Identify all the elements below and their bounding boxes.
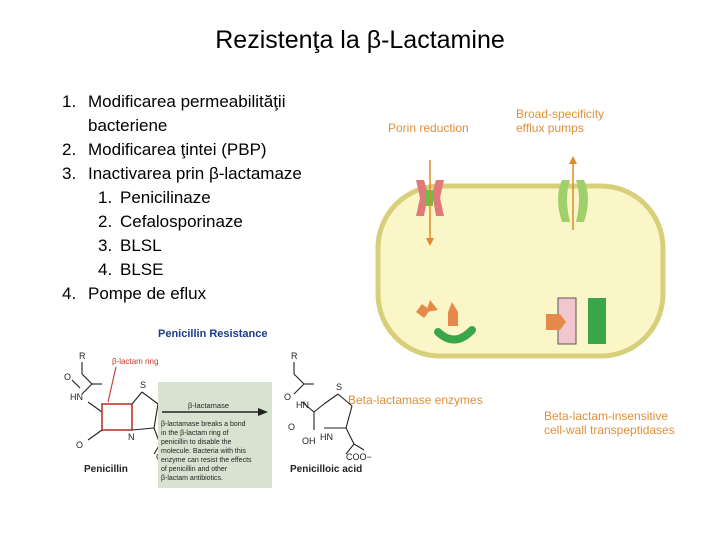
atom-hn: HN <box>70 392 83 402</box>
atom-o: O <box>284 392 291 402</box>
penicillin-structure <box>71 362 171 455</box>
list-number: 4. <box>98 260 113 279</box>
atom-o2: O <box>288 422 295 432</box>
list-number: 3. <box>62 164 77 183</box>
svg-text:of penicillin and other: of penicillin and other <box>161 466 228 473</box>
atom-n: N <box>128 432 135 442</box>
atom-hn: HN <box>296 400 309 410</box>
penicillin-resistance-diagram: Penicillin Resistance R O HN S O N COO− … <box>64 328 372 488</box>
description-box <box>158 382 272 488</box>
penicillin-panel-title: Penicillin Resistance <box>158 328 267 340</box>
atom-o: O <box>64 372 71 382</box>
atom-r: R <box>291 351 298 361</box>
beta-lactamase-enzyme-icon <box>416 300 476 344</box>
list-text: Pompe de eflux <box>88 284 207 303</box>
slide-title: Rezistenţa la β-Lactamine <box>215 26 505 54</box>
list-number: 1. <box>98 188 113 207</box>
betalactamase-label: Beta-lactamase enzymes <box>348 393 483 407</box>
svg-text:molecule. Bacteria with this: molecule. Bacteria with this <box>161 448 246 455</box>
atom-s: S <box>140 380 146 390</box>
porin-icon <box>416 160 444 246</box>
list-number: 3. <box>98 236 113 255</box>
svg-text:β-lactamase breaks a bond: β-lactamase breaks a bond <box>161 421 246 428</box>
svg-text:penicillin to disable the: penicillin to disable the <box>161 439 232 446</box>
reaction-arrowhead <box>258 408 268 416</box>
atom-oh: OH <box>302 436 316 446</box>
efflux-label-line1: Broad-specificity <box>516 107 604 121</box>
svg-text:in the β-lactam ring of: in the β-lactam ring of <box>161 430 228 437</box>
list-text: Modificarea ţintei (PBP) <box>88 140 267 159</box>
transpeptidase-label-line1: Beta-lactam-insensitive <box>544 409 668 423</box>
list-number: 4. <box>62 284 77 303</box>
enzyme-label: β-lactamase <box>188 401 229 410</box>
list-text: Modificarea permeabilităţii <box>88 92 286 111</box>
list-text: bacteriene <box>88 116 168 135</box>
penicillin-name: Penicillin <box>84 464 128 475</box>
efflux-label-line2: efflux pumps <box>516 121 584 135</box>
penicilloic-acid-structure <box>293 362 365 455</box>
transpeptidase-icon <box>546 297 606 345</box>
svg-text:enzyme can resist the effects: enzyme can resist the effects <box>161 457 252 464</box>
list-text: Penicilinaze <box>120 188 211 207</box>
porin-label: Porin reduction <box>388 121 469 135</box>
list-number: 2. <box>62 140 77 159</box>
svg-text:β-lactam antibiotics.: β-lactam antibiotics. <box>161 475 223 482</box>
description-text: β-lactamase breaks a bond in the β-lacta… <box>161 421 252 482</box>
atom-hn2: HN <box>320 432 333 442</box>
list-number: 1. <box>62 92 77 111</box>
atom-s: S <box>336 382 342 392</box>
atom-o2: O <box>76 440 83 450</box>
efflux-pump-icon <box>558 156 588 230</box>
beta-lactam-ring-label: β-lactam ring <box>112 357 158 366</box>
atom-coo: COO− <box>346 452 372 462</box>
transpeptidase-label-line2: cell-wall transpeptidases <box>544 423 675 437</box>
list-text: BLSE <box>120 260 164 279</box>
resistance-mechanisms-diagram: Porin reduction Broad-specificity efflux… <box>348 107 675 437</box>
list-number: 2. <box>98 212 113 231</box>
atom-r: R <box>79 351 86 361</box>
list-text: BLSL <box>120 236 162 255</box>
list-text: Cefalosporinaze <box>120 212 243 231</box>
penicilloic-acid-name: Penicilloic acid <box>290 464 362 475</box>
penicilloic-atom-labels: R O HN S O OH HN COO− <box>284 351 372 462</box>
list-text: Inactivarea prin β-lactamaze <box>88 164 302 183</box>
